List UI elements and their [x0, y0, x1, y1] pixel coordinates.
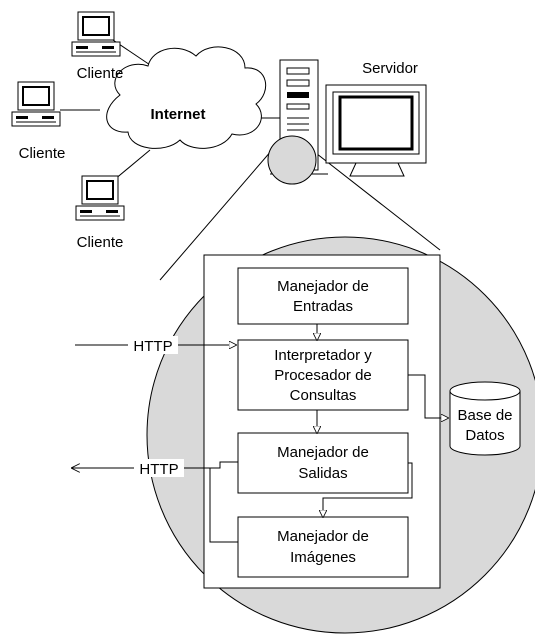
link-images-to-output — [209, 461, 238, 543]
query-processor-box — [237, 339, 409, 411]
http-out-label-bg — [134, 459, 184, 477]
internet-label: Internet — [150, 106, 205, 123]
client-computer-3 — [75, 175, 125, 221]
output-handler-line1: Manejador de — [277, 444, 369, 461]
arrow-processor-to-database — [408, 374, 448, 418]
image-handler-line2: Imágenes — [290, 549, 356, 566]
http-in-label-bg — [128, 336, 178, 354]
output-handler-box — [237, 432, 409, 494]
image-handler-box — [237, 516, 409, 578]
query-processor-line2: Procesador de — [274, 367, 372, 384]
arrow-output-to-images — [323, 462, 413, 517]
http-in-label: HTTP — [133, 338, 172, 355]
input-handler-line1: Manejador de — [277, 278, 369, 295]
client-computer-1 — [71, 11, 121, 57]
query-processor-line3: Consultas — [290, 387, 357, 404]
zoom-line-left — [159, 149, 273, 281]
output-handler-line2: Salidas — [298, 465, 347, 482]
server-label: Servidor — [362, 60, 418, 77]
zoom-source-circle — [267, 135, 317, 185]
internet-cloud — [106, 46, 267, 149]
input-handler-line2: Entradas — [293, 298, 353, 315]
query-processor-line1: Interpretador y — [274, 347, 372, 364]
server-monitor — [325, 84, 427, 177]
client-label-1: Cliente — [77, 65, 124, 82]
client-computer-2 — [11, 81, 61, 127]
client-label-2: Cliente — [19, 145, 66, 162]
client-label-3: Cliente — [77, 234, 124, 251]
image-handler-line1: Manejador de — [277, 528, 369, 545]
database-cylinder — [449, 381, 521, 456]
zoom-line-right — [311, 149, 441, 251]
input-handler-box — [237, 267, 409, 325]
database-line2: Datos — [465, 427, 504, 444]
http-out-label: HTTP — [139, 461, 178, 478]
database-line1: Base de — [457, 407, 512, 424]
